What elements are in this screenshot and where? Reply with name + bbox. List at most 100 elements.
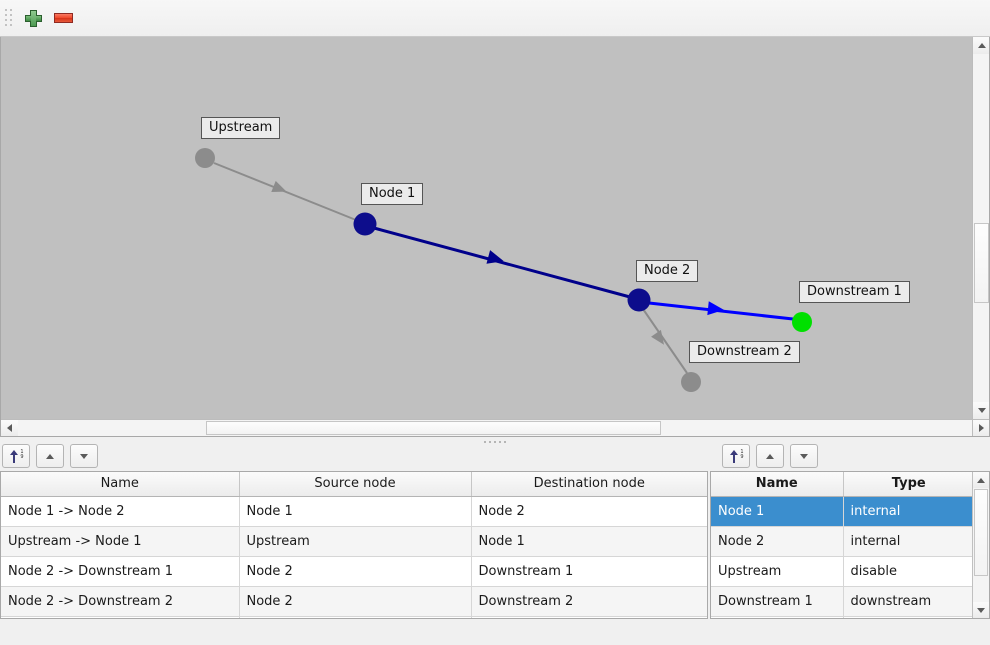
edges-cell-destination: Downstream 2 — [471, 586, 707, 617]
nodes-cell-type: internal — [843, 496, 974, 527]
edges-col-name[interactable]: Name — [1, 472, 240, 497]
edges-cell-destination: Node 2 — [471, 496, 707, 527]
nodes-table-header-row: Name Type — [711, 472, 974, 497]
triangle-down-icon — [80, 453, 88, 459]
edges-cell-destination: Downstream 1 — [471, 556, 707, 587]
edges-table-header-row: Name Source node Destination node — [1, 472, 707, 497]
main-toolbar — [0, 0, 990, 37]
graph-label-node2[interactable]: Node 2 — [636, 260, 699, 282]
triangle-up-icon — [977, 43, 986, 48]
edge-arrow-node1-node2 — [486, 250, 504, 264]
edges-cell-source: Upstream — [239, 526, 472, 557]
graph-label-downstream1[interactable]: Downstream 1 — [799, 281, 910, 303]
nodes-cell-type: downstream — [843, 586, 974, 617]
nodes-table-filler-row — [711, 616, 974, 618]
triangle-down-icon — [977, 607, 985, 613]
graph-scroll-right-button[interactable] — [973, 420, 989, 436]
graph-label-upstream[interactable]: Upstream — [201, 117, 281, 139]
nodes-col-type[interactable]: Type — [843, 472, 974, 497]
graph-scroll-left-button[interactable] — [1, 420, 18, 436]
nodes-cell-type: disable — [843, 556, 974, 587]
toolbar-drag-grip[interactable] — [3, 7, 14, 29]
edge-node1-node2[interactable] — [373, 226, 631, 299]
graph-node-node2[interactable] — [627, 288, 651, 312]
graph-horizontal-scroll-thumb[interactable] — [206, 421, 661, 435]
triangle-up-icon — [977, 477, 985, 483]
edges-cell-source: Node 2 — [239, 556, 472, 587]
nodes-move-down-button[interactable] — [790, 444, 818, 468]
edges-table-filler-row — [1, 616, 707, 618]
graph-horizontal-scrollbar[interactable] — [1, 419, 973, 436]
table-row[interactable]: Node 1 internal — [711, 496, 974, 527]
add-node-button[interactable] — [18, 3, 48, 33]
edge-arrow-node2-downstream1 — [707, 301, 724, 316]
edge-node2-downstream2[interactable] — [642, 308, 688, 374]
scrollbar-corner — [972, 419, 989, 436]
edge-node2-downstream1[interactable] — [648, 301, 794, 321]
graph-label-downstream2[interactable]: Downstream 2 — [689, 341, 800, 363]
graph-scroll-down-button[interactable] — [973, 402, 989, 419]
edges-cell-name: Upstream -> Node 1 — [1, 526, 240, 557]
graph-panel[interactable]: Upstream Node 1 Node 2 Downstream 1 Down… — [0, 37, 990, 437]
triangle-down-icon — [977, 408, 986, 413]
nodes-vertical-scrollbar[interactable] — [972, 472, 989, 618]
graph-vertical-scroll-thumb[interactable] — [974, 223, 989, 303]
triangle-up-icon — [46, 453, 54, 459]
plus-icon — [24, 9, 42, 27]
graph-canvas[interactable]: Upstream Node 1 Node 2 Downstream 1 Down… — [1, 37, 973, 419]
nodes-vertical-scroll-thumb[interactable] — [974, 489, 988, 576]
edges-col-source[interactable]: Source node — [239, 472, 472, 497]
triangle-right-icon — [978, 424, 984, 432]
nodes-cell-name: Upstream — [711, 556, 844, 587]
nodes-table-container[interactable]: Name Type Node 1 internal Node 2 interna… — [710, 471, 990, 619]
edges-move-down-button[interactable] — [70, 444, 98, 468]
nodes-move-up-button[interactable] — [756, 444, 784, 468]
remove-node-button[interactable] — [48, 3, 78, 33]
nodes-scroll-up-button[interactable] — [973, 472, 989, 488]
nodes-cell-name: Node 1 — [711, 496, 844, 527]
edges-table-container[interactable]: Name Source node Destination node Node 1… — [0, 471, 708, 619]
edges-move-up-button[interactable] — [36, 444, 64, 468]
graph-node-upstream[interactable] — [195, 148, 215, 168]
nodes-table: Name Type Node 1 internal Node 2 interna… — [711, 472, 974, 618]
graph-scroll-up-button[interactable] — [973, 37, 989, 54]
table-row[interactable]: Node 2 -> Downstream 2 Node 2 Downstream… — [1, 586, 707, 617]
edges-cell-destination: Node 1 — [471, 526, 707, 557]
edges-cell-source: Node 2 — [239, 586, 472, 617]
nodes-scroll-down-button[interactable] — [973, 602, 989, 618]
graph-node-node1[interactable] — [353, 212, 377, 236]
edges-cell-source: Node 1 — [239, 496, 472, 527]
triangle-up-icon — [766, 453, 774, 459]
triangle-down-icon — [800, 453, 808, 459]
graph-node-downstream1[interactable] — [792, 312, 812, 332]
nodes-cell-type: internal — [843, 526, 974, 557]
minus-icon — [53, 13, 73, 23]
nodes-cell-name: Node 2 — [711, 526, 844, 557]
table-row[interactable]: Node 1 -> Node 2 Node 1 Node 2 — [1, 496, 707, 527]
edge-arrow-node2-downstream2 — [651, 329, 665, 345]
table-row[interactable]: Node 2 -> Downstream 1 Node 2 Downstream… — [1, 556, 707, 587]
edges-col-destination[interactable]: Destination node — [471, 472, 707, 497]
nodes-cell-name: Downstream 1 — [711, 586, 844, 617]
table-row[interactable]: Node 2 internal — [711, 526, 974, 557]
horizontal-splitter[interactable] — [0, 437, 990, 446]
table-row[interactable]: Upstream -> Node 1 Upstream Node 1 — [1, 526, 707, 557]
graph-node-downstream2[interactable] — [681, 372, 701, 392]
triangle-left-icon — [7, 424, 12, 432]
edges-cell-name: Node 1 -> Node 2 — [1, 496, 240, 527]
edges-table: Name Source node Destination node Node 1… — [1, 472, 707, 618]
graph-label-node1[interactable]: Node 1 — [361, 183, 424, 205]
table-row[interactable]: Downstream 1 downstream — [711, 586, 974, 617]
graph-vertical-scrollbar[interactable] — [972, 37, 989, 419]
table-row[interactable]: Upstream disable — [711, 556, 974, 587]
nodes-col-name[interactable]: Name — [711, 472, 844, 497]
splitter-grip-icon — [484, 440, 506, 443]
